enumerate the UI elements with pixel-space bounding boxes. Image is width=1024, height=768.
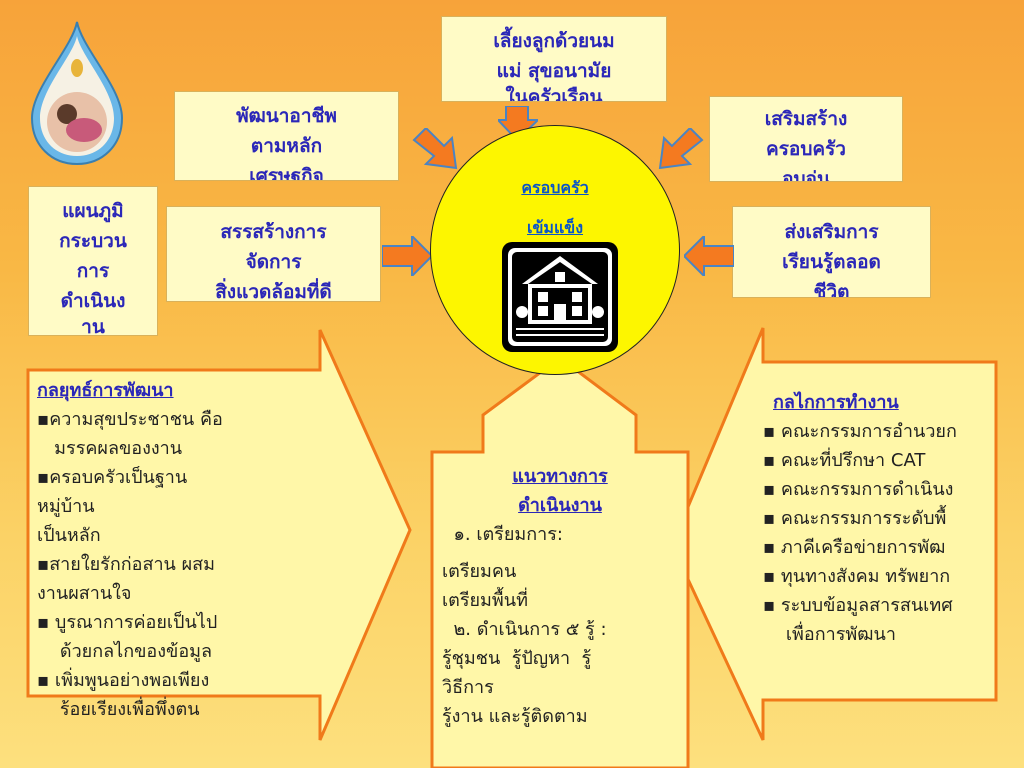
arrow-icon bbox=[412, 128, 458, 170]
box-line: ในครัวเรือน bbox=[505, 86, 603, 102]
mechanism-title: กลไกการทำงาน bbox=[773, 392, 899, 413]
strategy-line: หมู่บ้าน bbox=[37, 496, 95, 517]
strategy-line: ด้วยกลไกของข้อมูล bbox=[37, 641, 213, 662]
mechanism-line: ▪ คณะกรรมการดำเนินง bbox=[763, 479, 954, 500]
box-line: ดำเนินง bbox=[60, 290, 126, 312]
box-line: เลี้ยงลูกด้วยนม bbox=[493, 30, 615, 52]
box-lifelong-learning: ส่งเสริมการ เรียนรู้ตลอด ชีวิต bbox=[732, 206, 931, 298]
circle-line-2: เข้มแข็ง bbox=[526, 218, 583, 237]
box-line: แผนภูมิ bbox=[62, 200, 124, 222]
box-line: สิ่งแวดล้อมที่ดี bbox=[215, 281, 332, 302]
box-line: กระบวน bbox=[59, 230, 127, 252]
guideline-line: ๑. เตรียมการ: bbox=[442, 524, 563, 545]
guideline-line: เตรียมคน bbox=[442, 561, 517, 582]
guideline-line bbox=[442, 549, 678, 557]
strategy-panel-shape bbox=[26, 329, 412, 741]
arrow-icon bbox=[684, 236, 734, 276]
guideline-title-1: แนวทางการ bbox=[512, 466, 608, 487]
mechanism-line: ▪ คณะกรรมการระดับพื้ bbox=[763, 508, 947, 529]
box-line: เสริมสร้าง bbox=[764, 108, 848, 130]
mechanism-panel-shape bbox=[670, 327, 998, 741]
mechanism-line: ▪ ทุนทางสังคม ทรัพยาก bbox=[763, 566, 951, 587]
guideline-line: เตรียมพื้นที่ bbox=[442, 590, 528, 611]
box-line: จัดการ bbox=[245, 251, 302, 273]
circle-line-1: ครอบครัว bbox=[521, 178, 589, 197]
box-line: พัฒนาอาชีพ bbox=[236, 105, 337, 127]
box-line: แม่ สุขอนามัย bbox=[496, 60, 612, 82]
guideline-line: ๒. ดำเนินการ ๕ รู้ : bbox=[442, 619, 607, 640]
box-breastfeeding: เลี้ยงลูกด้วยนม แม่ สุขอนามัย ในครัวเรือ… bbox=[441, 16, 667, 102]
strategy-line: มรรคผลของงาน bbox=[37, 438, 183, 459]
strategy-line: ▪สายใยรักก่อสาน ผสม bbox=[37, 554, 215, 575]
guideline-line: รู้ชุมชน รู้ปัญหา รู้ bbox=[442, 648, 592, 669]
strategy-line: ▪ บูรณาการค่อยเป็นไป bbox=[37, 612, 218, 633]
house-icon bbox=[502, 242, 618, 352]
guideline-panel-shape bbox=[430, 356, 690, 768]
mechanism-line: ▪ ระบบข้อมูลสารสนเทศ bbox=[763, 595, 953, 616]
box-line: าน bbox=[81, 316, 105, 338]
box-process-map: แผนภูมิ กระบวน การ ดำเนินง าน bbox=[28, 186, 158, 338]
box-line: ส่งเสริมการ bbox=[784, 221, 879, 243]
box-warm-family: เสริมสร้าง ครอบครัว อบอุ่น bbox=[709, 96, 903, 182]
strategy-text: กลยุทธ์การพัฒนา ▪ความสุขประชาชน คือ มรรค… bbox=[37, 376, 223, 724]
mechanism-line: ▪ คณะกรรมการอำนวยก bbox=[763, 421, 957, 442]
strategy-line: ▪ เพิ่มพูนอย่างพอเพียง bbox=[37, 670, 210, 691]
box-line: ครอบครัว bbox=[766, 138, 846, 160]
mechanism-text: กลไกการทำงาน ▪ คณะกรรมการอำนวยก ▪ คณะที่… bbox=[763, 388, 1024, 649]
box-line: การ bbox=[76, 260, 110, 282]
mechanism-line: เพื่อการพัฒนา bbox=[763, 624, 896, 645]
strategy-line: ▪ความสุขประชาชน คือ bbox=[37, 409, 223, 430]
arrow-icon bbox=[382, 236, 432, 276]
mechanism-line: ▪ คณะที่ปรึกษา CAT bbox=[763, 450, 926, 471]
box-career: พัฒนาอาชีพ ตามหลัก เศรษฐกิจ bbox=[174, 91, 399, 181]
strategy-line: ร้อยเรียงเพื่อพึ่งตน bbox=[37, 699, 200, 720]
guideline-line: วิธีการ bbox=[442, 677, 494, 698]
strategy-line: เป็นหลัก bbox=[37, 525, 101, 546]
box-environment: สรรสร้างการ จัดการ สิ่งแวดล้อมที่ดี bbox=[166, 206, 381, 302]
guideline-line: รู้งาน และรู้ติดตาม bbox=[442, 706, 588, 727]
box-line: ตามหลัก bbox=[250, 135, 323, 157]
logo bbox=[30, 21, 124, 166]
mechanism-line: ▪ ภาคีเครือข่ายการพัฒ bbox=[763, 537, 946, 558]
strategy-line: ▪ครอบครัวเป็นฐาน bbox=[37, 467, 188, 488]
strategy-line: งานผสานใจ bbox=[37, 583, 132, 604]
arrow-icon bbox=[658, 128, 704, 170]
strategy-title: กลยุทธ์การพัฒนา bbox=[37, 380, 174, 401]
box-line: เรียนรู้ตลอด bbox=[782, 251, 881, 273]
box-line: สรรสร้างการ bbox=[220, 221, 327, 243]
box-line: อบอุ่น bbox=[782, 168, 830, 182]
guideline-text: แนวทางการ ดำเนินงาน ๑. เตรียมการ: เตรียม… bbox=[442, 462, 678, 731]
box-line: ชีวิต bbox=[813, 281, 850, 298]
box-line: เศรษฐกิจ bbox=[249, 165, 324, 181]
guideline-title-2: ดำเนินงาน bbox=[518, 495, 602, 516]
